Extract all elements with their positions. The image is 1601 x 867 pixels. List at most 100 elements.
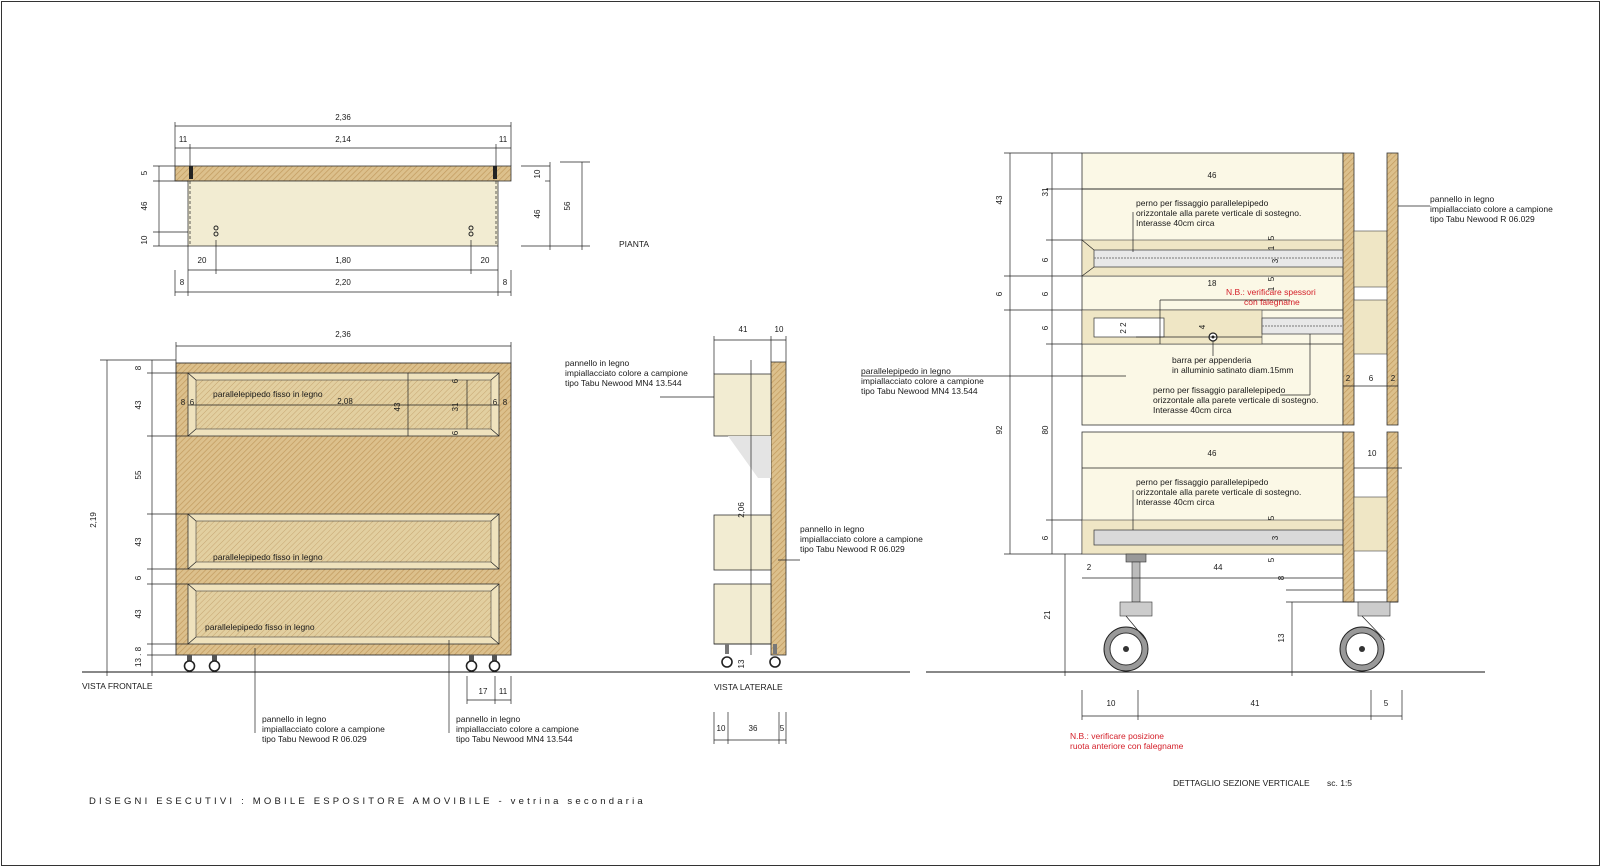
dim-front-v7: 13 . 8	[134, 646, 143, 667]
dim-sec-10r: 10	[1368, 449, 1377, 458]
side-wheel-icon	[721, 644, 781, 668]
side-view-title: VISTA LATERALE	[714, 682, 783, 692]
dim-sec-p5a: 5	[1267, 235, 1276, 240]
dim-plan-top-thk: 5	[140, 170, 149, 175]
side-panel	[770, 361, 787, 656]
dim-sec-b10: 10	[1107, 699, 1116, 708]
section-wheel-right-icon	[1339, 601, 1391, 672]
dim-front-v1: 8	[134, 365, 143, 370]
dim-sec-6c: 6	[1041, 291, 1050, 296]
dim-plan-pin-left: 20	[198, 256, 207, 265]
dim-sec-31: 31	[1041, 187, 1050, 196]
section-scale: sc. 1:5	[1327, 778, 1352, 788]
front-label-middle-drawer: parallelepipedo fisso in legno	[213, 552, 323, 562]
section-box-upper	[1081, 152, 1344, 426]
dim-sec-p5b: 5	[1267, 276, 1276, 281]
dim-plan-end-left: 11	[179, 135, 188, 144]
dim-front-in-31: 31	[451, 402, 460, 411]
dim-side-b36: 36	[749, 724, 758, 733]
dim-sec-21: 21	[1043, 610, 1052, 619]
dim-sec-p3b: 3	[1271, 535, 1280, 540]
dim-front-height: 2,19	[89, 512, 98, 528]
plan-post-left	[189, 166, 193, 179]
dim-side-b10: 10	[717, 724, 726, 733]
dim-sec-s2b: 2	[1391, 374, 1396, 383]
dim-side-height: 2,06	[737, 502, 746, 518]
dim-front-in-43: 43	[393, 402, 402, 411]
dim-front-v2: 43	[134, 400, 143, 409]
dim-sec-46a: 46	[1208, 171, 1217, 180]
dim-sec-18: 18	[1208, 279, 1217, 288]
plan-pin-right-icon	[468, 225, 474, 237]
dim-sec-46b: 46	[1208, 449, 1217, 458]
dim-sec-p1a: 1	[1267, 245, 1276, 250]
section-vertical-support	[1342, 152, 1355, 426]
dim-sec-p3a: 3	[1271, 258, 1280, 263]
dim-plan-overall: 2,36	[335, 113, 351, 122]
dim-sec-80: 80	[1041, 425, 1050, 434]
dim-sec-44: 44	[1214, 563, 1223, 572]
dim-front-side-8l: 8	[181, 398, 186, 407]
dim-plan-r3: 56	[563, 201, 572, 210]
dim-sec-13: 13	[1277, 633, 1286, 642]
dim-sec-p5d: 5	[1267, 557, 1276, 562]
plan-post-right	[493, 166, 497, 179]
dim-sec-p4: 4	[1198, 324, 1207, 329]
side-box-middle	[713, 514, 772, 571]
dim-sec-p1b: 1	[1267, 286, 1276, 291]
dim-side-b5: 5	[780, 724, 785, 733]
section-wheel-left-icon	[1103, 553, 1153, 672]
dim-front-wheel-17: 17	[479, 687, 488, 696]
section-detail: 43 31 6 6 6 6 92 80 6 21 13 8 46 18 46 1…	[861, 152, 1553, 788]
plan-view-title: PIANTA	[619, 239, 649, 249]
dim-plan-inner: 2,14	[335, 135, 351, 144]
section-title: DETTAGLIO SEZIONE VERTICALE	[1173, 778, 1310, 788]
dim-plan-base-right: 8	[503, 278, 508, 287]
dim-side-10: 10	[775, 325, 784, 334]
dim-sec-s2a: 2	[1346, 374, 1351, 383]
front-label-bottom-drawer: parallelepipedo fisso in legno	[205, 622, 315, 632]
plan-pin-left-icon	[213, 225, 219, 237]
front-view-title: VISTA FRONTALE	[82, 681, 153, 691]
dim-front-wheel-11: 11	[499, 687, 508, 696]
dim-sec-92: 92	[995, 425, 1004, 434]
plan-body	[187, 180, 499, 247]
dim-front-v6: 43	[134, 609, 143, 618]
plan-view: 2,36 2,14 11 11 5 46 10 10 46 56 20 1,80…	[140, 113, 649, 296]
dim-front-v3: 55	[134, 470, 143, 479]
dim-sec-43: 43	[995, 195, 1004, 204]
dim-sec-6b: 6	[995, 291, 1004, 296]
dim-front-in-6a: 6	[451, 378, 460, 383]
side-box-bottom	[713, 583, 772, 645]
plan-top-board	[174, 165, 512, 182]
dim-front-v5: 6	[134, 575, 143, 580]
side-box-top	[713, 373, 772, 437]
dim-side-13: 13	[737, 659, 746, 668]
dim-front-v4: 43	[134, 537, 143, 546]
dim-plan-depth: 46	[140, 201, 149, 210]
dim-sec-s6: 6	[1369, 374, 1374, 383]
dim-front-in-6b: 6	[451, 430, 460, 435]
front-view: parallelepipedo fisso in legno parallele…	[82, 330, 910, 744]
dim-plan-base: 10	[140, 235, 149, 244]
dim-sec-6d: 6	[1041, 325, 1050, 330]
side-view: 2,06 13 41 10 VISTA LATERALE 10 36 5 pan…	[565, 325, 923, 744]
dim-sec-6a: 6	[1041, 257, 1050, 262]
dim-plan-base-center: 2,20	[335, 278, 351, 287]
sheet-title: DISEGNI ESECUTIVI : MOBILE ESPOSITORE AM…	[89, 796, 646, 807]
dim-front-side-8r: 8	[503, 398, 508, 407]
dim-plan-base-left: 8	[180, 278, 185, 287]
